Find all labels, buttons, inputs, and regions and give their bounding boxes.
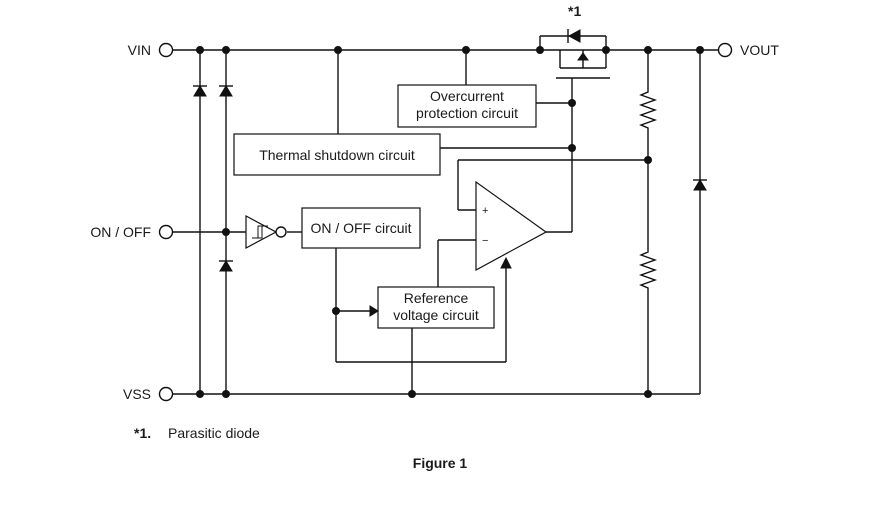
vin-label: VIN <box>128 42 151 58</box>
input-protection-diodes <box>193 85 233 272</box>
overcurrent-line1: Overcurrent <box>430 88 504 104</box>
parasitic-diode-marker: *1 <box>568 3 581 19</box>
wires <box>172 49 718 395</box>
thermal-shutdown-label: Thermal shutdown circuit <box>259 147 415 163</box>
onoff-circuit-block <box>301 207 421 249</box>
vout-pin <box>717 42 733 58</box>
pmos-transistor <box>539 29 610 82</box>
schmitt-inverter <box>245 215 287 249</box>
overcurrent-block <box>397 84 537 128</box>
thermal-shutdown-block <box>233 133 441 176</box>
overcurrent-line2: protection circuit <box>416 105 518 121</box>
figure-caption: Figure 1 <box>413 455 468 471</box>
reference-voltage-block <box>377 286 495 329</box>
onoff-label: ON / OFF <box>90 224 151 240</box>
note-text: Parasitic diode <box>168 425 260 441</box>
resistor-upper <box>638 88 658 130</box>
onoff-pin <box>158 224 174 240</box>
vout-label: VOUT <box>740 42 779 58</box>
reference-line1: Reference <box>404 290 469 306</box>
opamp-plus-label: + <box>482 205 488 217</box>
resistor-lower <box>638 248 658 290</box>
error-amplifier <box>475 180 548 272</box>
vss-pin <box>158 386 174 402</box>
vss-label: VSS <box>123 386 151 402</box>
vin-pin <box>158 42 174 58</box>
output-diode <box>693 179 707 191</box>
note-marker: *1. <box>134 425 151 441</box>
arrow-icon <box>369 305 379 317</box>
onoff-circuit-label: ON / OFF circuit <box>310 220 411 236</box>
reference-line2: voltage circuit <box>393 307 479 323</box>
opamp-minus-label: − <box>482 235 488 247</box>
junction-dots <box>196 46 704 398</box>
